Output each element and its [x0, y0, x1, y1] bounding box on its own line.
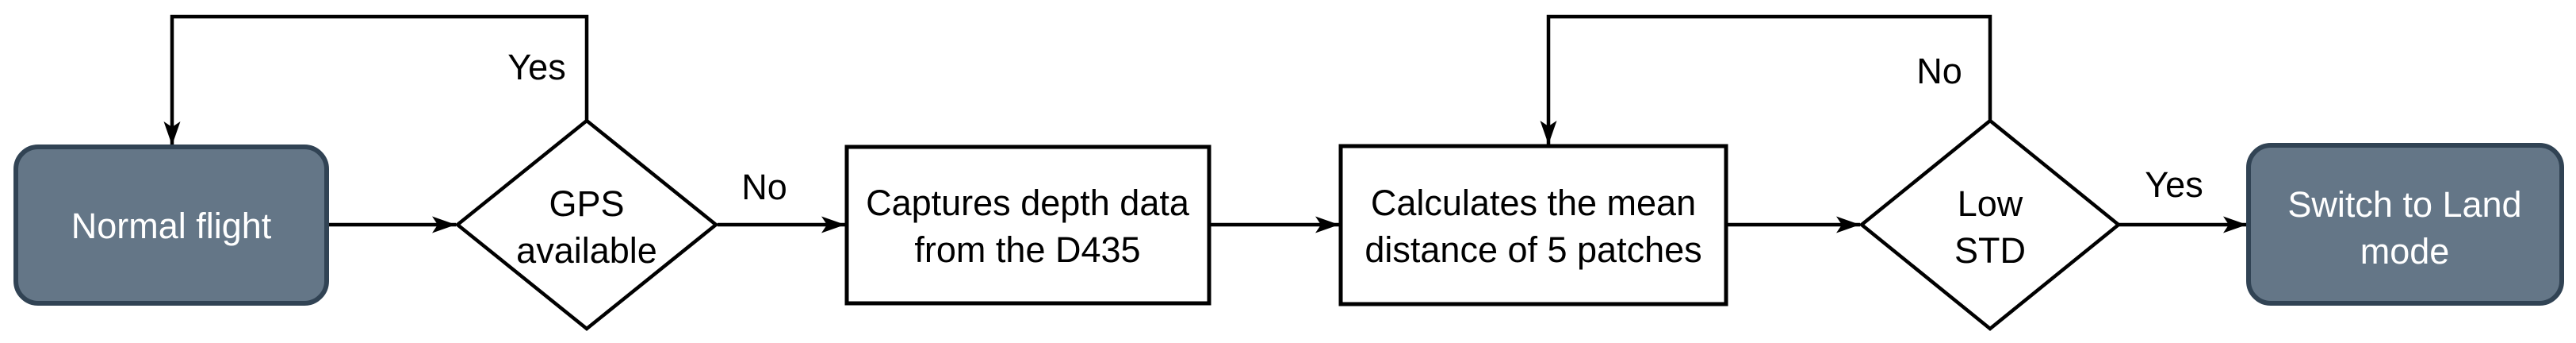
low-std-label-line2: STD	[1954, 230, 2026, 271]
edge-label-yes-loop: Yes	[507, 47, 565, 87]
low-std-shape	[1858, 118, 2122, 331]
node-gps-available: GPS available	[454, 118, 719, 331]
edge-lowstd-no-loop	[1540, 14, 1992, 145]
node-captures-depth: Captures depth data from the D435	[844, 145, 1211, 306]
switch-land-label-line2: mode	[2360, 231, 2450, 272]
gps-available-shape	[454, 118, 719, 331]
calculates-mean-shape	[1338, 144, 1728, 306]
node-normal-flight: Normal flight	[13, 145, 329, 306]
switch-land-shape	[2246, 143, 2564, 306]
normal-flight-label: Normal flight	[71, 206, 272, 246]
captures-depth-shape	[844, 145, 1211, 306]
switch-land-label-line1: Switch to Land	[2287, 184, 2521, 225]
node-calculates-mean: Calculates the mean distance of 5 patche…	[1338, 144, 1728, 306]
calculates-mean-label-line1: Calculates the mean	[1371, 183, 1696, 223]
node-switch-land: Switch to Land mode	[2246, 143, 2564, 306]
edge-label-no-gps: No	[741, 167, 787, 207]
edge-label-no-loop: No	[1916, 51, 1962, 91]
low-std-label-line1: Low	[1958, 183, 2023, 224]
captures-depth-label-line2: from the D435	[914, 229, 1140, 270]
gps-available-label-line2: available	[516, 230, 657, 271]
edge-gps-yes-loop	[163, 14, 589, 145]
edge-label-yes-lowstd: Yes	[2145, 164, 2203, 205]
node-low-std: Low STD	[1858, 118, 2122, 331]
calculates-mean-label-line2: distance of 5 patches	[1365, 229, 1701, 270]
captures-depth-label-line1: Captures depth data	[866, 183, 1190, 223]
gps-available-label-line1: GPS	[549, 183, 624, 224]
normal-flight-shape	[13, 145, 329, 306]
